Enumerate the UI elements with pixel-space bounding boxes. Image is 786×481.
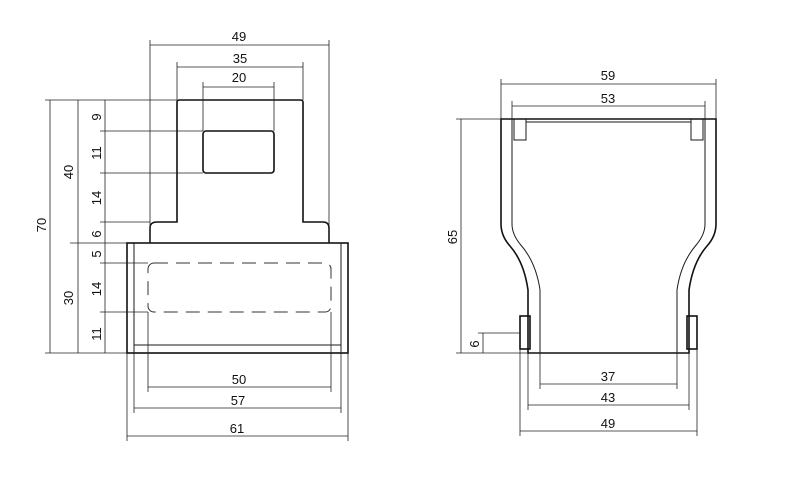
side-top-lip [513, 119, 704, 141]
side-foot-right [686, 315, 698, 350]
dim-side-53: 53 [511, 91, 706, 119]
dim-label-40: 40 [61, 165, 76, 179]
dim-front-70: 70 [34, 99, 73, 354]
front-window [202, 130, 275, 174]
front-lower-body-outer [126, 242, 349, 354]
dim-side-43: 43 [527, 353, 690, 410]
front-upper-tab [149, 99, 330, 243]
side-inner-wall [511, 119, 706, 353]
dim-label-9: 9 [89, 113, 104, 120]
front-hidden-slot [147, 262, 332, 313]
dim-label-53: 53 [601, 91, 615, 106]
dim-side-6: 6 [467, 332, 520, 353]
dim-front-35: 35 [176, 51, 304, 100]
dim-label-30: 30 [61, 291, 76, 305]
dim-label-65: 65 [445, 230, 460, 244]
dim-label-6: 6 [89, 230, 104, 237]
dim-front-61: 61 [126, 353, 349, 441]
dim-label-14-lower: 14 [89, 282, 104, 296]
dim-label-35: 35 [233, 51, 247, 66]
side-view: 59 53 37 43 49 [445, 68, 717, 436]
side-outer-profile [500, 118, 717, 354]
front-lower-body-inner [133, 242, 342, 346]
dim-front-lower-chain: 5 14 11 [89, 243, 148, 354]
dim-label-49: 49 [232, 29, 246, 44]
dim-side-59: 59 [500, 68, 717, 119]
dim-label-50: 50 [232, 372, 246, 387]
dim-side-65: 65 [445, 118, 528, 354]
dim-label-43: 43 [601, 390, 615, 405]
dim-label-20: 20 [232, 70, 246, 85]
dim-label-37: 37 [601, 369, 615, 384]
dim-label-57: 57 [231, 393, 245, 408]
dim-side-49: 49 [519, 349, 698, 436]
dim-label-11-lower: 11 [89, 327, 104, 341]
dim-label-59: 59 [601, 68, 615, 83]
dim-front-50: 50 [147, 312, 332, 392]
dim-front-20: 20 [202, 70, 275, 131]
dim-front-57: 57 [133, 353, 342, 413]
dim-side-37: 37 [539, 353, 678, 389]
dim-label-side-49: 49 [601, 416, 615, 431]
side-foot-left [519, 315, 531, 350]
dim-front-upper-chain: 9 11 14 6 [89, 99, 203, 243]
dim-label-11-upper: 11 [89, 146, 104, 160]
dim-label-70: 70 [34, 218, 49, 232]
dim-label-5: 5 [89, 250, 104, 257]
front-view: 49 35 20 50 57 [34, 29, 349, 441]
dim-label-61: 61 [230, 421, 244, 436]
dim-label-side-6: 6 [467, 340, 482, 347]
dim-front-49: 49 [149, 29, 330, 243]
dim-front-40-30: 40 30 [61, 99, 127, 354]
dim-label-14-upper: 14 [89, 191, 104, 205]
